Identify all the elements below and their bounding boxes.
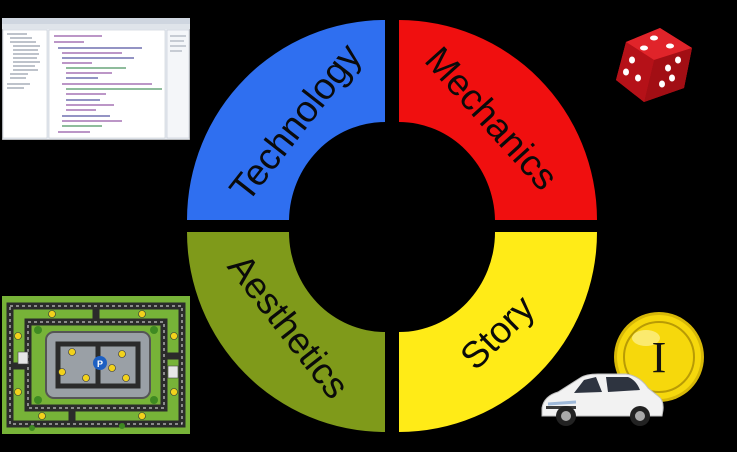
white-car-icon [541, 373, 664, 426]
segment-mechanics [399, 20, 597, 220]
segment-technology [187, 20, 385, 220]
board-game-map: P [2, 296, 190, 434]
segment-aesthetics [187, 232, 385, 432]
coin-glyph: I [652, 333, 667, 382]
red-dice-icon [616, 28, 692, 102]
svg-text:P: P [97, 359, 103, 369]
code-editor-screenshot [2, 18, 190, 140]
segment-story [399, 232, 597, 432]
